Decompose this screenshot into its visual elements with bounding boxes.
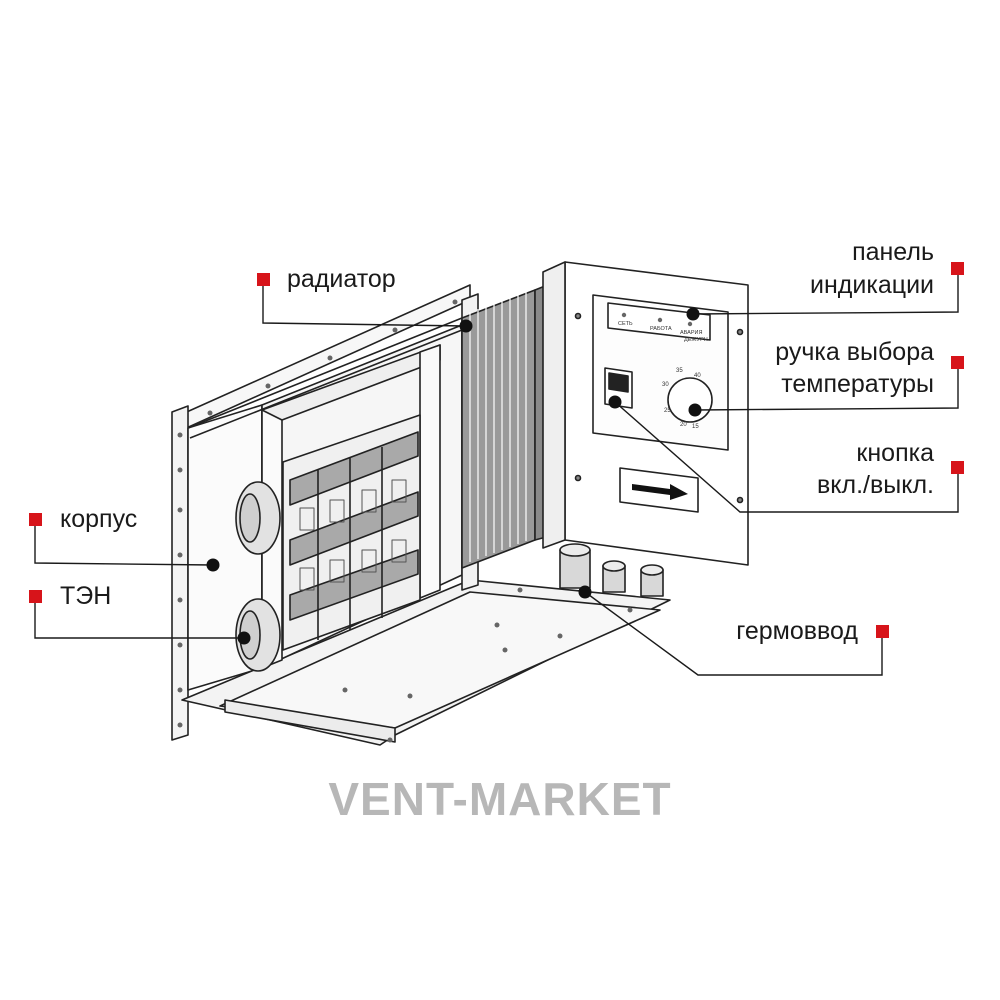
callout-dot-housing [206, 558, 220, 572]
watermark: VENT-MARKET [328, 773, 672, 825]
label-housing: корпус [60, 505, 138, 533]
leader-cable-gland [584, 591, 883, 676]
dial-tick: 20 [680, 422, 687, 428]
dial-tick: 30 [662, 382, 669, 388]
leader-heater [34, 597, 244, 639]
label-radiator: радиатор [287, 265, 396, 293]
marker-housing [29, 513, 42, 526]
label-indication-panel-line1: панель [852, 238, 934, 266]
marker-heater [29, 590, 42, 603]
indicator-panel: СЕТЬ РАБОТА АВАРИЯ ДЕЖУРН [618, 312, 708, 343]
indicator-label-network: СЕТЬ [618, 321, 633, 327]
leader-power-button [614, 401, 959, 513]
leader-housing [34, 520, 214, 566]
callout-dot-temperature-knob [688, 403, 702, 417]
callout-dot-radiator [459, 319, 473, 333]
control-box [542, 261, 749, 566]
leader-indication-panel [692, 268, 959, 315]
callout-dot-heater [237, 631, 251, 645]
leader-radiator [262, 285, 467, 327]
marker-power-button [951, 461, 964, 474]
callout-dots [206, 307, 702, 645]
label-power-button-line2: вкл./выкл. [817, 471, 934, 499]
support-frame [261, 344, 441, 669]
heating-elements [235, 414, 421, 672]
label-temperature-knob-line1: ручка выбора [775, 338, 934, 366]
callout-dot-cable-gland [578, 585, 592, 599]
indicator-label-standby: ДЕЖУРН [684, 337, 708, 343]
label-indication-panel-line2: индикации [810, 271, 934, 299]
dial-tick: 35 [676, 368, 683, 374]
label-markers [29, 262, 964, 638]
dial-tick: 25 [664, 408, 671, 414]
label-power-button-line1: кнопка [856, 439, 934, 467]
indicator-label-work: РАБОТА [650, 326, 672, 332]
marker-radiator [257, 273, 270, 286]
cable-glands [559, 543, 664, 597]
marker-indication-panel [951, 262, 964, 275]
temperature-dial-scale: 35 40 30 25 20 15 [662, 368, 701, 430]
marker-temperature-knob [951, 356, 964, 369]
label-cable-gland: гермоввод [736, 617, 858, 645]
dial-tick: 40 [694, 373, 701, 379]
callout-dot-indication-panel [686, 307, 700, 321]
marker-cable-gland [876, 625, 889, 638]
indicator-label-alarm: АВАРИЯ [680, 330, 702, 336]
callout-dot-power-button [608, 395, 622, 409]
label-heater: ТЭН [60, 582, 112, 610]
leader-lines [34, 268, 959, 676]
flange-holes [177, 299, 633, 743]
leader-temperature-knob [694, 361, 959, 411]
label-temperature-knob-line2: температуры [781, 370, 934, 398]
dial-tick: 15 [692, 424, 699, 430]
